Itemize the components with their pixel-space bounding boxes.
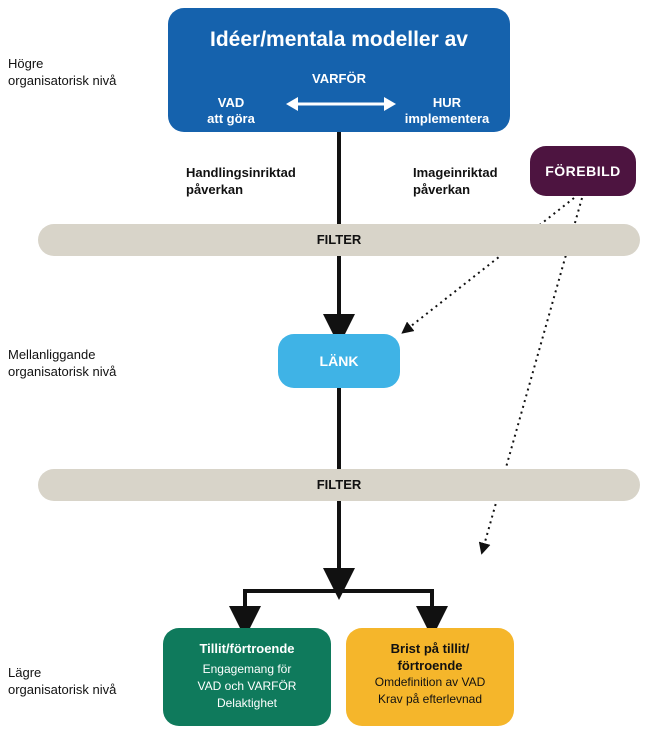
double-arrow-icon bbox=[286, 97, 396, 111]
ideas-why: VARFÖR bbox=[312, 71, 366, 86]
distrust-line-2: Krav på efterlevnad bbox=[377, 692, 483, 706]
distrust-title-line2: förtroende bbox=[397, 658, 463, 673]
trust-box: Tillit/förtroende Engagemang för VAD och… bbox=[163, 628, 331, 726]
ideas-what-line2: att göra bbox=[207, 111, 255, 126]
image-influence-label: Imageinriktad påverkan bbox=[413, 164, 498, 198]
ideas-box: Idéer/mentala modeller av VARFÖR VAD att… bbox=[168, 8, 510, 132]
link-box: LÄNK bbox=[278, 334, 400, 388]
image-influence-line1: Imageinriktad bbox=[413, 165, 498, 180]
ideas-how-line2: implementera bbox=[404, 111, 490, 126]
dotted-arrow-to-link bbox=[401, 197, 575, 334]
branch-connector bbox=[243, 589, 434, 622]
role-model-box: FÖREBILD bbox=[530, 146, 636, 196]
level-label-middle: Mellanliggande organisatorisk nivå bbox=[8, 346, 116, 380]
trust-line-3: Delaktighet bbox=[216, 696, 278, 710]
trust-line-1: Engagemang för bbox=[202, 662, 292, 676]
level-label-low: Lägre organisatorisk nivå bbox=[8, 664, 116, 698]
distrust-box: Brist på tillit/ förtroende Omdefinition… bbox=[346, 628, 514, 726]
trust-line-2: VAD och VARFÖR bbox=[197, 679, 297, 693]
level-label-low-line1: Lägre bbox=[8, 665, 42, 680]
level-label-middle-line2: organisatorisk nivå bbox=[8, 364, 117, 379]
action-influence-line1: Handlingsinriktad bbox=[186, 165, 296, 180]
ideas-how-line1: HUR bbox=[432, 95, 462, 110]
ideas-what: VAD att göra bbox=[168, 95, 294, 127]
distrust-line-1: Omdefinition av VAD bbox=[374, 675, 486, 689]
action-influence-label: Handlingsinriktad påverkan bbox=[186, 164, 296, 198]
level-label-high-line2: organisatorisk nivå bbox=[8, 73, 117, 88]
action-influence-line2: påverkan bbox=[186, 182, 244, 197]
level-label-high-line1: Högre bbox=[8, 56, 44, 71]
level-label-low-line2: organisatorisk nivå bbox=[8, 682, 117, 697]
distrust-title: Brist på tillit/ förtroende bbox=[346, 640, 514, 674]
level-label-high: Högre organisatorisk nivå bbox=[8, 55, 116, 89]
level-label-middle-line1: Mellanliggande bbox=[8, 347, 96, 362]
dotted-arrow-to-results bbox=[478, 197, 583, 555]
image-influence-line2: påverkan bbox=[413, 182, 471, 197]
ideas-how: HUR implementera bbox=[384, 95, 510, 127]
trust-title: Tillit/förtroende bbox=[199, 641, 295, 656]
distrust-title-line1: Brist på tillit/ bbox=[390, 641, 470, 656]
filter-band-top: FILTER bbox=[38, 224, 640, 256]
ideas-what-line1: VAD bbox=[217, 95, 245, 110]
filter-band-bottom: FILTER bbox=[38, 469, 640, 501]
ideas-title: Idéer/mentala modeller av bbox=[210, 28, 468, 51]
